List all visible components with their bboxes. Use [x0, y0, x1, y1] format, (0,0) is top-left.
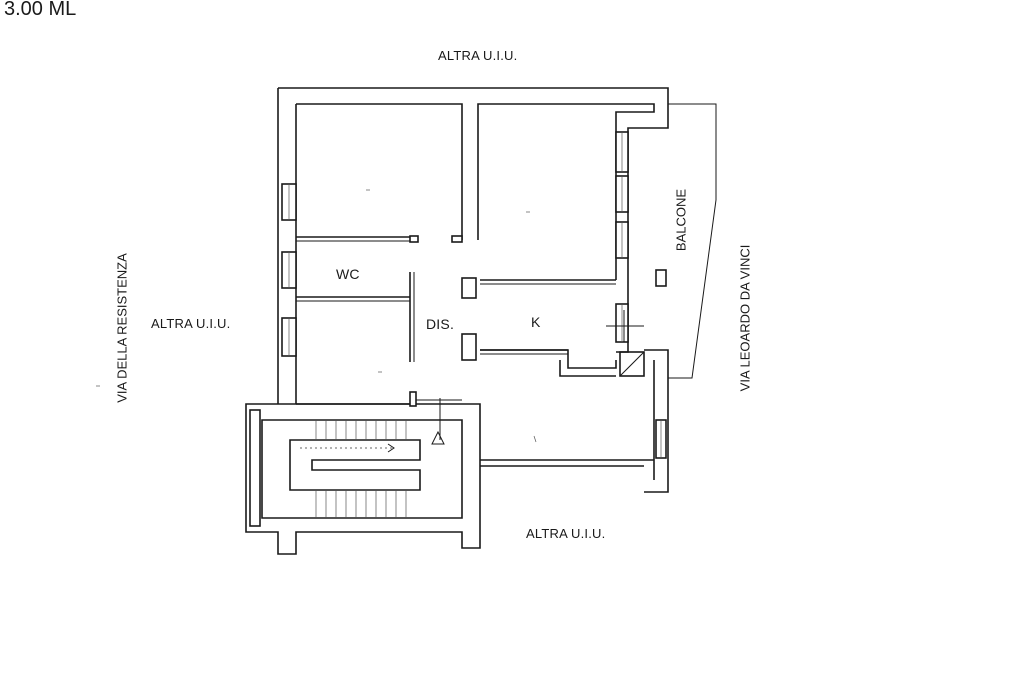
scale-label: 3.00 ML	[4, 0, 77, 20]
marks	[96, 189, 537, 443]
neighbor-label-south: ALTRA U.I.U.	[526, 526, 606, 541]
room-label-wc: WC	[336, 266, 360, 282]
interior-walls	[296, 235, 616, 362]
neighbor-label-west: ALTRA U.I.U.	[151, 316, 231, 331]
balcony-outline	[655, 103, 717, 379]
neighbor-label-north: ALTRA U.I.U.	[438, 48, 518, 63]
east-windows	[606, 131, 667, 459]
west-windows	[281, 183, 297, 357]
room-label-kitchen: K	[531, 314, 541, 330]
shaft	[619, 351, 645, 377]
room-label-dis: DIS.	[426, 316, 455, 332]
stairwell	[245, 391, 481, 555]
